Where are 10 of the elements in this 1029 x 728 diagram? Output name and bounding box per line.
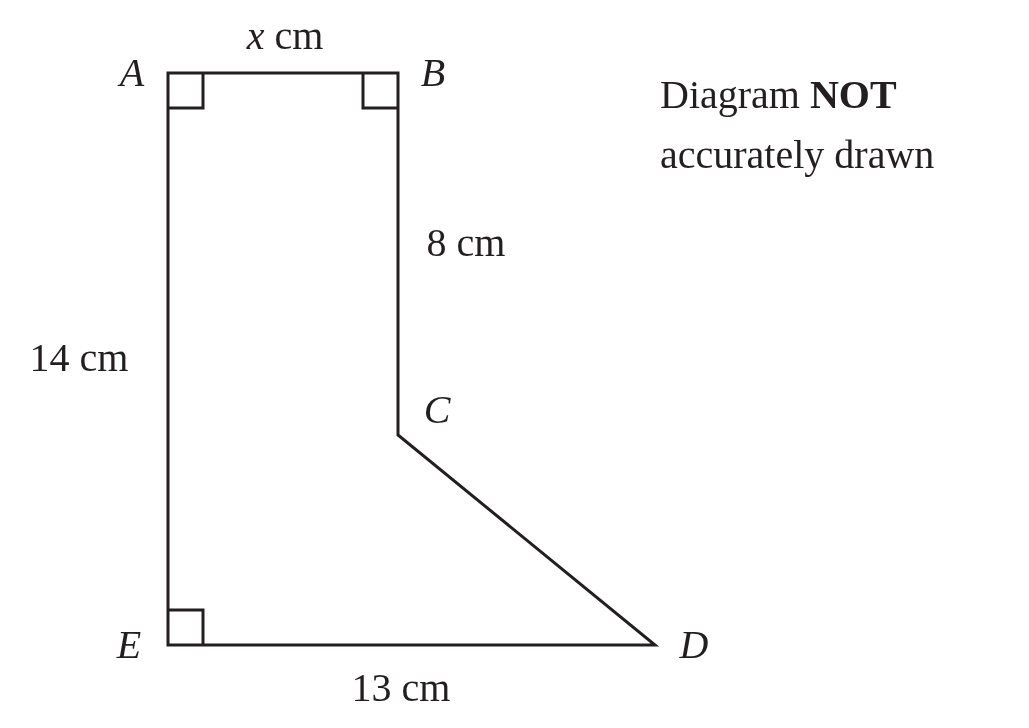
vertex-label: C <box>423 386 451 434</box>
vertex-label: E <box>116 621 142 669</box>
dimension-label: 13 cm <box>351 664 451 712</box>
note-text: Diagram NOT accurately drawn <box>660 71 936 179</box>
dimension-label: x cm <box>246 12 324 60</box>
vertex-label: D <box>679 621 709 669</box>
vertex-label: B <box>420 49 446 97</box>
vertex-label: A <box>119 49 145 97</box>
dimension-label: 14 cm <box>29 334 129 382</box>
dimension-label: 8 cm <box>426 219 506 267</box>
